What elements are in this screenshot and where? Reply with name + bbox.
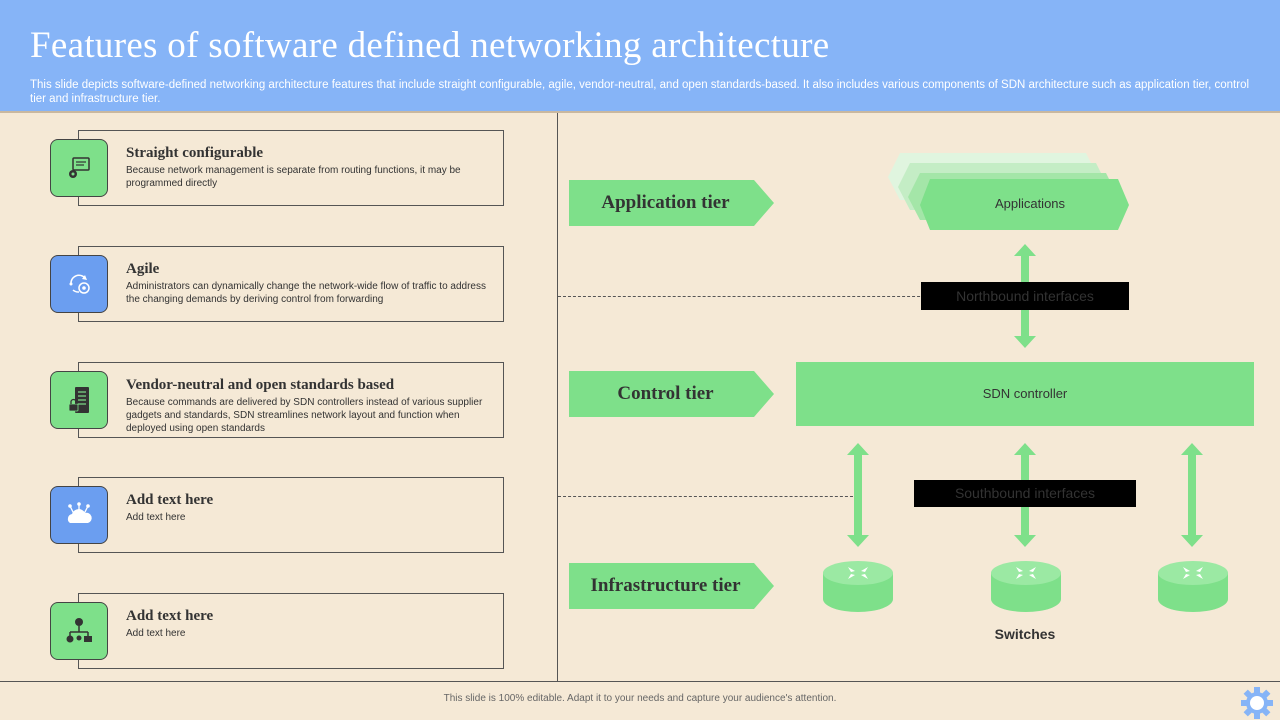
feature-title: Vendor-neutral and open standards based (126, 377, 395, 393)
application-tier-arrow: Application tier (569, 180, 774, 226)
feature-card: Agile Administrators can dynamically cha… (50, 246, 504, 322)
feature-card: Add text here Add text here (50, 477, 504, 553)
northbound-interfaces-label: Northbound interfaces (921, 282, 1129, 310)
switch-left-double-arrow (847, 443, 869, 547)
switch-icon (991, 561, 1061, 612)
network-nodes-icon (50, 602, 108, 660)
server-lock-icon (50, 371, 108, 429)
cloud-network-icon (50, 486, 108, 544)
feature-description: Add text here (126, 512, 186, 523)
switch-right-double-arrow (1181, 443, 1203, 547)
southbound-dashed-line (558, 496, 858, 497)
footer-note: This slide is 100% editable. Adapt it to… (443, 693, 837, 704)
switch-icon (1158, 561, 1228, 612)
applications-label: Applications (994, 196, 1066, 211)
infrastructure-tier-label: Infrastructure tier (590, 575, 741, 596)
vertical-divider (557, 113, 558, 681)
feature-description: Because commands are delivered by SDN co… (126, 397, 483, 434)
feature-title: Agile (126, 261, 160, 277)
feature-title: Add text here (126, 492, 214, 508)
feature-card: Add text here Add text here (50, 593, 504, 669)
northbound-dashed-line (558, 296, 940, 297)
sdn-controller-box: SDN controller (796, 362, 1254, 426)
switch-icon (823, 561, 893, 612)
feature-description: Add text here (126, 628, 186, 639)
feature-title: Add text here (126, 608, 214, 624)
feature-title: Straight configurable (126, 145, 264, 161)
feature-card: Vendor-neutral and open standards based … (50, 362, 504, 438)
feature-description: Because network management is separate f… (126, 165, 461, 189)
page-subtitle: This slide depicts software-defined netw… (30, 79, 1250, 105)
monitor-gear-icon (50, 139, 108, 197)
control-tier-label: Control tier (617, 383, 714, 404)
page-title: Features of software defined networking … (30, 25, 830, 66)
applications-stack (888, 153, 1129, 230)
infrastructure-tier-arrow: Infrastructure tier (569, 563, 774, 609)
gear-icon[interactable] (1240, 686, 1274, 720)
control-tier-arrow: Control tier (569, 371, 774, 417)
cycle-gear-icon (50, 255, 108, 313)
application-tier-label: Application tier (601, 192, 730, 213)
feature-description: Administrators can dynamically change th… (126, 281, 486, 305)
switches-label: Switches (994, 626, 1056, 642)
feature-card: Straight configurable Because network ma… (50, 130, 504, 206)
footer-divider (0, 681, 1280, 682)
southbound-interfaces-label: Southbound interfaces (914, 480, 1136, 507)
header-band: Features of software defined networking … (0, 0, 1280, 113)
